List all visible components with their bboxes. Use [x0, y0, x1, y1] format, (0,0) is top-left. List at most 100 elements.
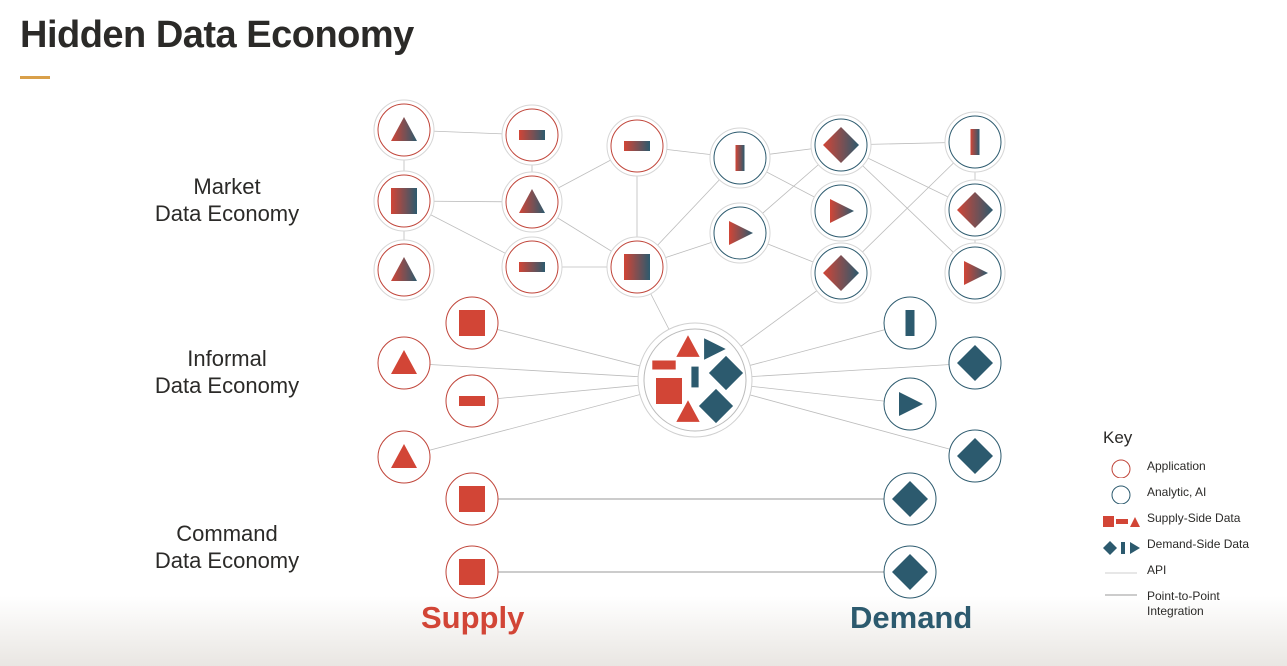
node-c2 — [883, 472, 937, 526]
node-m5 — [810, 114, 872, 176]
node-c1 — [445, 472, 499, 526]
node-i4 — [377, 430, 431, 484]
node-m11 — [944, 179, 1006, 241]
demand-shapes-icon — [1103, 541, 1140, 555]
bar-shape — [459, 396, 485, 406]
row-label-command: Command Data Economy — [127, 520, 327, 574]
node-i5 — [883, 296, 937, 350]
legend-demand-side: Demand-Side Data — [1103, 534, 1283, 560]
node-m6 — [944, 111, 1006, 173]
legend-supply-label: Supply-Side Data — [1147, 511, 1241, 525]
node-c4 — [883, 545, 937, 599]
legend-application: Application — [1103, 456, 1283, 482]
node-m1 — [373, 99, 435, 161]
node-m4 — [709, 127, 771, 189]
node-i8 — [948, 429, 1002, 483]
legend-api-label: API — [1147, 563, 1167, 577]
legend-demand-label: Demand-Side Data — [1147, 537, 1250, 551]
node-m7 — [373, 170, 435, 232]
legend-api: API — [1103, 560, 1283, 586]
legend-p2p-label: Point-to-Point Integration — [1147, 589, 1220, 618]
page-title: Hidden Data Economy — [20, 14, 414, 56]
node-m13 — [501, 236, 563, 298]
node-i6 — [948, 336, 1002, 390]
play-shape — [704, 338, 726, 360]
vertical-bar-shape — [691, 366, 699, 388]
diamond-shape — [708, 355, 744, 391]
supply-label: Supply — [421, 600, 525, 635]
node-m14 — [606, 236, 668, 298]
legend-analytic-label: Analytic, AI — [1147, 485, 1207, 499]
node-c3 — [445, 545, 499, 599]
square-shape — [459, 310, 485, 336]
node-m2 — [501, 104, 563, 166]
row-label-informal-line1: Informal — [187, 346, 267, 371]
vertical-bar-shape — [735, 145, 745, 171]
bar-shape — [519, 262, 545, 272]
api-line — [840, 144, 976, 274]
application-ring-icon — [1111, 459, 1131, 478]
square-shape — [459, 559, 485, 585]
legend-application-label: Application — [1147, 459, 1206, 473]
diamond-shape — [698, 388, 734, 424]
play-shape — [729, 221, 753, 245]
p2p-line-icon — [1105, 594, 1137, 596]
play-shape — [964, 261, 988, 285]
diamond-shape — [892, 481, 928, 517]
api-line — [840, 141, 976, 274]
play-shape — [899, 392, 923, 416]
background-band — [0, 596, 1287, 666]
row-label-market: Market Data Economy — [127, 173, 327, 227]
square-shape — [459, 486, 485, 512]
square-shape — [656, 378, 682, 404]
node-m16 — [944, 242, 1006, 304]
legend-p2p: Point-to-Point Integration — [1103, 586, 1283, 622]
triangle-shape — [519, 189, 545, 213]
row-label-market-line1: Market — [193, 174, 261, 199]
bar-shape — [519, 130, 545, 140]
node-i3 — [445, 374, 499, 428]
node-m8 — [501, 171, 563, 233]
vertical-bar-shape — [905, 310, 915, 336]
node-m15 — [810, 242, 872, 304]
row-label-market-line2: Data Economy — [154, 201, 300, 226]
node-i1 — [445, 296, 499, 350]
diagram-nodes — [373, 99, 1006, 599]
diamond-shape — [823, 255, 859, 291]
row-label-command-line2: Data Economy — [154, 548, 300, 573]
vertical-bar-shape — [970, 129, 980, 155]
square-shape — [624, 254, 650, 280]
demand-label: Demand — [850, 600, 973, 635]
diamond-shape — [957, 192, 993, 228]
node-m12 — [373, 239, 435, 301]
analytic-ring-icon — [1111, 485, 1131, 504]
diamond-shape — [957, 345, 993, 381]
triangle-shape — [391, 350, 417, 374]
legend-title: Key — [1103, 428, 1133, 447]
diamond-shape — [957, 438, 993, 474]
bar-shape — [652, 360, 676, 370]
node-m3 — [606, 115, 668, 177]
legend-analytic: Analytic, AI — [1103, 482, 1283, 508]
legend: Key Application Analytic, AI Supply-Side… — [1103, 428, 1283, 622]
triangle-shape — [391, 117, 417, 141]
triangle-shape — [391, 257, 417, 281]
node-m9 — [709, 202, 771, 264]
diamond-shape — [892, 554, 928, 590]
bar-shape — [624, 141, 650, 151]
title-accent-bar — [20, 76, 50, 79]
row-label-informal-line2: Data Economy — [154, 373, 300, 398]
node-i2 — [377, 336, 431, 390]
triangle-shape — [391, 444, 417, 468]
node-i7 — [883, 377, 937, 431]
row-label-informal: Informal Data Economy — [127, 345, 327, 399]
node-hub — [637, 322, 753, 438]
api-line-icon — [1105, 572, 1137, 574]
supply-shapes-icon — [1103, 516, 1140, 527]
diamond-shape — [823, 127, 859, 163]
play-shape — [830, 199, 854, 223]
square-shape — [391, 188, 417, 214]
legend-supply-side: Supply-Side Data — [1103, 508, 1283, 534]
triangle-shape — [676, 335, 700, 357]
